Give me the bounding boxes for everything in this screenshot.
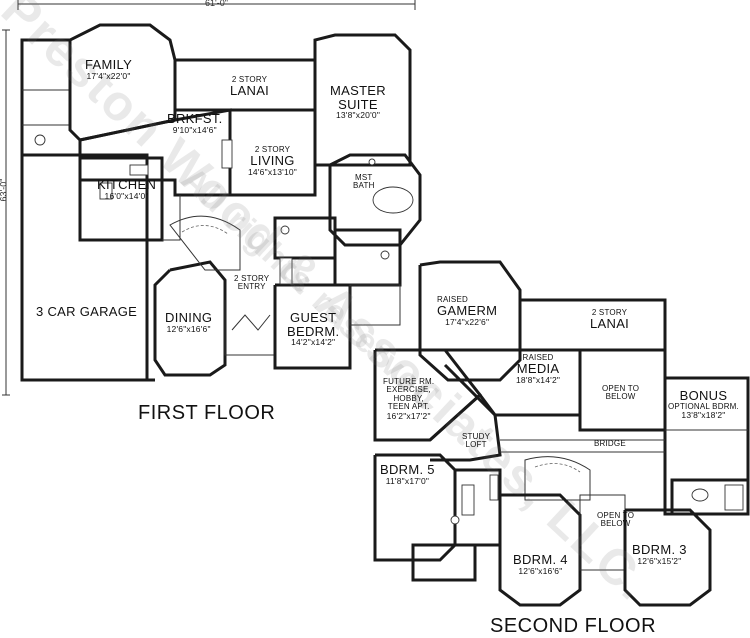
room-kitchen-name: KITCHEN	[97, 177, 157, 192]
room-lanai-first-note: 2 STORY	[231, 75, 268, 84]
room-living-note: 2 STORY	[254, 145, 291, 154]
room-study-name2: LOFT	[465, 440, 487, 450]
room-mst-bath: MST BATH	[353, 173, 375, 191]
overall-width: 61'-0"	[205, 0, 228, 8]
room-bdrm4-name: BDRM. 4	[513, 552, 568, 567]
room-entry-note: 2 STORY	[234, 274, 270, 283]
room-bdrm-3: BDRM. 3 12'6"x15'2"	[632, 543, 687, 566]
room-dining-name: DINING	[165, 310, 213, 325]
room-brkfst-name: BRKFST.	[167, 111, 223, 126]
room-open2-name: OPEN TO	[597, 511, 635, 520]
room-media: RAISED MEDIA 18'8"x14'2"	[516, 353, 561, 386]
room-study-name: STUDY	[462, 432, 491, 441]
second-floor-walls	[373, 260, 750, 607]
room-guest-name2: BEDRM.	[287, 323, 340, 339]
room-bdrm-5: BDRM. 5 11'8"x17'0"	[380, 463, 435, 486]
room-gamerm-size: 17'4"x22'6"	[445, 317, 490, 328]
room-living: 2 STORY LIVING 14'6"x13'10"	[248, 145, 298, 178]
room-media-size: 18'8"x14'2"	[516, 375, 561, 386]
second-floor-title: SECOND FLOOR	[490, 615, 657, 637]
room-open-to-below-1: OPEN TO BELOW	[602, 384, 640, 402]
room-lanai-second: 2 STORY LANAI	[590, 308, 630, 332]
room-open1-name: OPEN TO	[602, 384, 640, 393]
room-brkfst: BRKFST. 9'10"x14'6"	[167, 112, 223, 135]
room-dining: DINING 12'6"x16'6"	[165, 311, 212, 334]
room-future-l1: FUTURE RM.	[383, 377, 435, 386]
room-bdrm3-size: 12'6"x15'2"	[637, 555, 682, 566]
room-bonus-size: 13'8"x18'2"	[681, 410, 726, 421]
room-lanai-first-name: LANAI	[230, 83, 270, 99]
room-master-size: 13'8"x20'0"	[335, 110, 381, 121]
room-guest-name: GUEST	[290, 310, 337, 325]
room-gamerm-note: RAISED	[437, 295, 468, 304]
room-family: FAMILY 17'4"x22'0"	[85, 58, 132, 81]
room-entry: 2 STORY ENTRY	[234, 274, 270, 292]
room-lanai-second-name: LANAI	[590, 316, 630, 332]
room-bonus-note: OPTIONAL BDRM.	[668, 401, 739, 411]
room-family-size: 17'4"x22'0"	[86, 70, 131, 81]
room-open-to-below-2: OPEN TO BELOW	[597, 511, 635, 529]
room-living-name: LIVING	[250, 153, 295, 169]
room-garage: 3 CAR GARAGE	[36, 305, 137, 319]
room-bdrm3-name: BDRM. 3	[632, 542, 687, 557]
first-floor-title: FIRST FLOOR	[138, 402, 276, 424]
room-entry-name: ENTRY	[237, 282, 266, 292]
room-bridge: BRIDGE	[594, 439, 626, 448]
room-future-size: 16'2"x17'2"	[386, 410, 431, 421]
room-future-l2: EXERCISE,	[386, 385, 431, 395]
room-master-name2: SUITE	[338, 96, 378, 112]
room-bdrm5-name: BDRM. 5	[380, 462, 435, 477]
room-lanai-second-note: 2 STORY	[591, 308, 628, 317]
room-bonus: BONUS OPTIONAL BDRM. 13'8"x18'2"	[668, 389, 739, 420]
room-bonus-name: BONUS	[679, 388, 728, 403]
room-garage-name: 3 CAR GARAGE	[36, 304, 138, 319]
room-master-suite: MASTER SUITE 13'8"x20'0"	[330, 84, 386, 120]
room-media-note: RAISED	[522, 353, 554, 362]
overall-depth: 63'-0"	[0, 178, 9, 202]
room-kitchen-size: 16'0"x14'0"	[104, 190, 149, 201]
room-family-name: FAMILY	[85, 57, 133, 72]
first-floor-walls	[20, 23, 422, 382]
room-lanai-first: 2 STORY LANAI	[230, 75, 270, 99]
room-study-loft: STUDY LOFT	[462, 432, 491, 450]
room-kitchen: KITCHEN 16'0"x14'0"	[97, 178, 156, 201]
room-future-l3: HOBBY,	[393, 393, 424, 403]
room-bdrm5-size: 11'8"x17'0"	[385, 475, 430, 486]
overall-dimension-lines	[2, 0, 416, 396]
room-brkfst-size: 9'10"x14'6"	[172, 124, 217, 135]
room-open1-name2: BELOW	[605, 392, 636, 402]
room-bdrm-4: BDRM. 4 12'6"x16'6"	[513, 553, 568, 576]
room-mstbath-name: MST	[355, 173, 373, 182]
room-guest-size: 14'2"x14'2"	[291, 337, 336, 348]
room-future-l4: TEEN APT.	[387, 402, 430, 412]
room-living-size: 14'6"x13'10"	[248, 167, 298, 178]
room-mstbath-name2: BATH	[353, 181, 375, 191]
room-dining-size: 12'6"x16'6"	[166, 323, 211, 334]
room-open2-name2: BELOW	[600, 519, 631, 529]
room-gamerm: RAISED GAMERM 17'4"x22'6"	[437, 295, 498, 328]
room-guest-bedrm: GUEST BEDRM. 14'2"x14'2"	[287, 311, 339, 347]
room-media-name: MEDIA	[516, 361, 560, 377]
room-master-name: MASTER	[330, 83, 386, 98]
room-future: FUTURE RM. EXERCISE, HOBBY, TEEN APT. 16…	[383, 377, 435, 421]
room-gamerm-name: GAMERM	[437, 303, 498, 319]
room-bdrm4-size: 12'6"x16'6"	[518, 565, 563, 576]
